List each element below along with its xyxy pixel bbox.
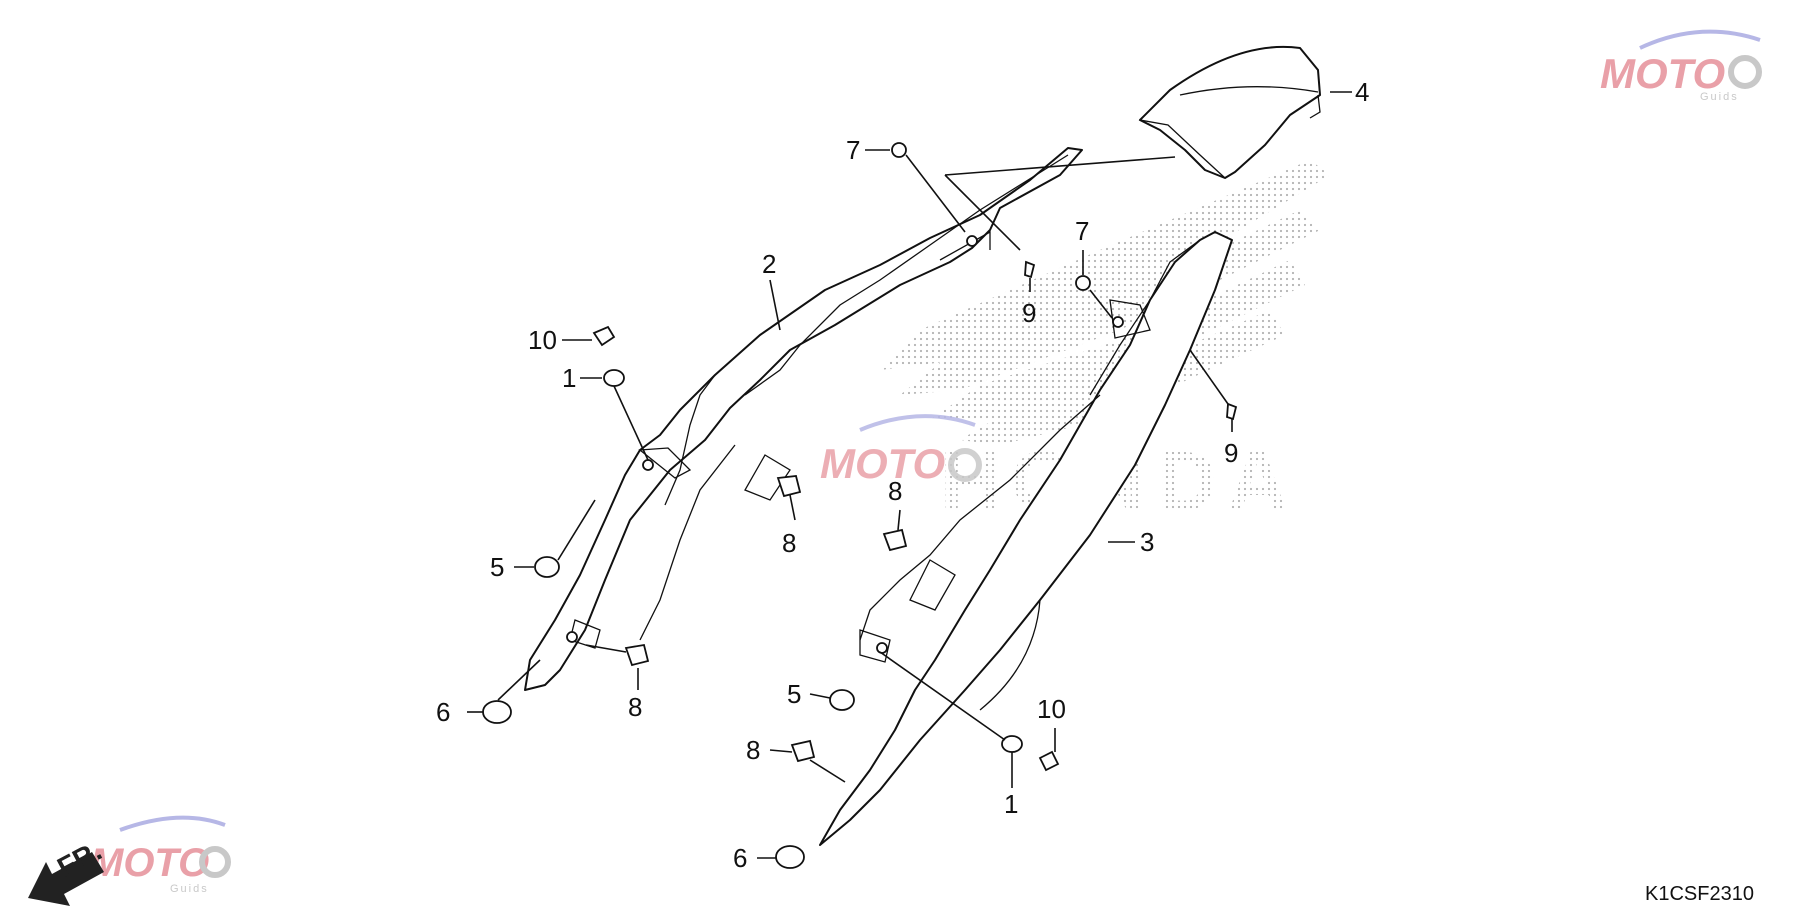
callout-7: 7 <box>1075 216 1089 246</box>
callout-10: 10 <box>528 325 557 355</box>
screw-7a-icon <box>891 142 907 158</box>
callout-8: 8 <box>746 735 760 765</box>
gear-icon <box>199 846 231 878</box>
screw-7b-icon <box>1075 275 1091 291</box>
front-direction-arrow: FR. <box>28 835 107 906</box>
gear-icon <box>1728 55 1762 89</box>
callout-labels: 4 7 2 7 9 10 1 9 8 8 3 5 8 6 5 10 8 1 6 <box>436 77 1369 873</box>
arrow-icon <box>28 852 104 906</box>
part-4-rear-cowl <box>1138 45 1321 179</box>
watermark-brand: MOTO <box>1600 50 1725 97</box>
clip-8a-icon <box>776 475 802 498</box>
bolt-10b-icon <box>1038 750 1060 772</box>
watermark-brand-center: MOTO <box>820 440 945 487</box>
gear-icon <box>948 448 982 482</box>
callout-10: 10 <box>1037 694 1066 724</box>
screw-9b-icon <box>1226 402 1238 421</box>
callout-9: 9 <box>1224 438 1238 468</box>
bolt-10a-icon <box>592 325 616 347</box>
callout-8: 8 <box>888 476 902 506</box>
watermark-sub: Guids <box>1700 91 1739 103</box>
clip-8b-icon <box>882 528 908 552</box>
grommet-5b-icon <box>829 689 855 711</box>
watermark-top-right: MOTO Guids <box>1600 29 1762 103</box>
callout-1: 1 <box>562 363 576 393</box>
callout-4: 4 <box>1355 77 1369 107</box>
watermark-brand-bottom: MOTO <box>90 841 209 885</box>
callout-6: 6 <box>733 843 747 873</box>
watermark-bottom-left: MOTO Guids <box>90 815 231 895</box>
diagram-code: K1CSF2310 <box>1645 883 1754 905</box>
hardware <box>482 142 1238 869</box>
callout-9: 9 <box>1022 298 1036 328</box>
collar-1b-icon <box>1001 735 1023 753</box>
part-2-left-cover <box>524 147 1083 691</box>
grommet-6b-icon <box>775 845 805 869</box>
grommet-5a-icon <box>534 556 560 578</box>
collar-1a-icon <box>603 369 625 387</box>
callout-2: 2 <box>762 249 776 279</box>
callout-5: 5 <box>787 679 801 709</box>
clip-8c-icon <box>624 643 650 667</box>
callout-1: 1 <box>1004 789 1018 819</box>
callout-6: 6 <box>436 697 450 727</box>
leader-lines <box>467 91 1352 859</box>
part-3-right-cover <box>819 231 1233 846</box>
callout-8: 8 <box>628 692 642 722</box>
callout-8: 8 <box>782 528 796 558</box>
grommet-6a-icon <box>482 700 512 724</box>
screw-9a-icon <box>1024 260 1036 279</box>
watermark-center: MOTO <box>820 414 982 487</box>
callout-7: 7 <box>846 135 860 165</box>
callout-3: 3 <box>1140 527 1154 557</box>
watermark-sub-bottom: Guids <box>170 883 209 895</box>
callout-5: 5 <box>490 552 504 582</box>
clip-8d-icon <box>790 739 816 763</box>
